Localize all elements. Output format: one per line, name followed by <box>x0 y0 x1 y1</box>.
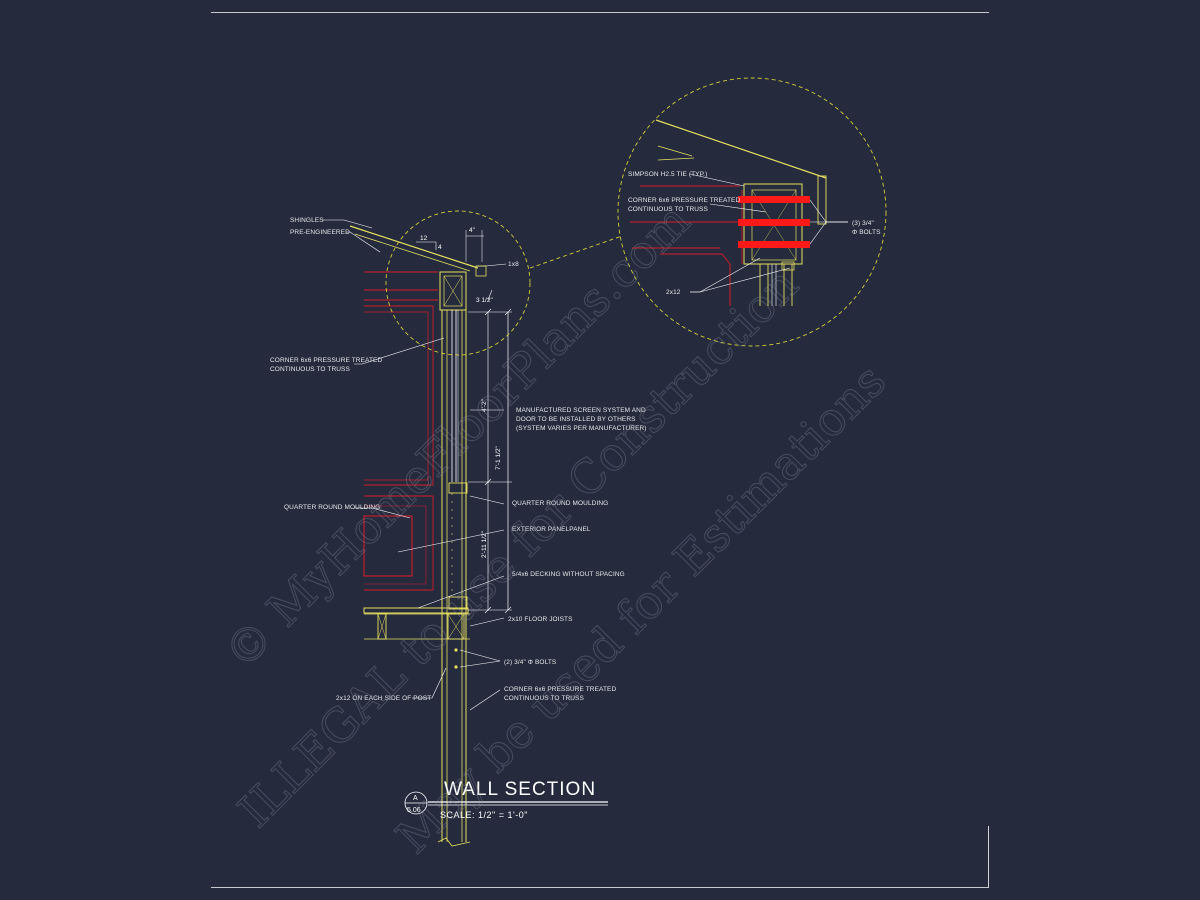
label-corner-post-1: CORNER 6x6 PRESSURE TREATED <box>270 357 382 364</box>
detail-label-bolts-2: Φ BOLTS <box>852 229 881 236</box>
label-shingles: SHINGLES <box>290 217 324 224</box>
detail-label-corner-2: CONTINUOUS TO TRUSS <box>628 206 708 213</box>
detail-label-simpson: SIMPSON H2.5 TIE (TYP.) <box>628 171 707 178</box>
label-screen-2: DOOR TO BE INSTALLED BY OTHERS <box>516 416 636 423</box>
label-corner-post-2: CONTINUOUS TO TRUSS <box>270 366 350 373</box>
label-corner-post-bottom-2: CONTINUOUS TO TRUSS <box>504 695 584 702</box>
label-2x12-side: 2x12 ON EACH SIDE OF POST <box>336 695 431 702</box>
main-wall-section <box>349 210 623 847</box>
title-block: A 5.06 WALL SECTION SCALE: 1/2" = 1'-0" <box>404 779 608 820</box>
watermark: © MyHomeFloorPlans.com ILLEGAL to use fo… <box>213 193 896 865</box>
detail-tag-number: A <box>413 795 418 802</box>
dim-pitch-run: 12 <box>420 235 428 242</box>
roof-tie-detail <box>617 77 887 347</box>
leader-lines <box>322 219 507 711</box>
label-screen-1: MANUFACTURED SCREEN SYSTEM AND <box>516 407 646 414</box>
bolt-3 <box>738 241 810 248</box>
label-quarter-round-left: QUARTER ROUND MOULDING <box>284 504 380 511</box>
detail-label-2x12: 2x12 <box>666 289 681 296</box>
label-1x8: 1x8 <box>508 261 519 268</box>
drawing-title: WALL SECTION <box>444 779 596 800</box>
detail-tag-sheet: 5.06 <box>407 807 421 814</box>
detail-label-bolts-1: (3) 3/4" <box>852 220 874 227</box>
dim-pitch-rise: 4 <box>438 244 442 251</box>
dim-fascia: 3 1/2" <box>476 297 493 304</box>
drawing-scale: SCALE: 1/2" = 1'-0" <box>440 810 528 820</box>
dim-upper-height: 4'-2" <box>481 398 488 412</box>
label-quarter-round-right: QUARTER ROUND MOULDING <box>512 500 608 507</box>
dim-lower-height: 2'-11 1/2" <box>481 530 488 558</box>
label-pre-engineered: PRE-ENGINEERED <box>290 229 350 236</box>
label-corner-post-bottom-1: CORNER 6x6 PRESSURE TREATED <box>504 686 616 693</box>
dim-overhang: 4" <box>469 227 476 234</box>
label-bolts: (2) 3/4" Φ BOLTS <box>504 659 557 666</box>
bolt-1 <box>738 196 810 203</box>
detail-enlargement-circle <box>385 210 531 356</box>
label-floor-joists: 2x10 FLOOR JOISTS <box>508 616 573 623</box>
label-screen-3: (SYSTEM VARIES PER MANUFACTURER) <box>516 425 647 432</box>
dim-screen-height: 7'-1 1/2" <box>495 446 502 470</box>
detail-label-corner-1: CORNER 6x6 PRESSURE TREATED <box>628 197 740 204</box>
label-decking: 5/4x6 DECKING WITHOUT SPACING <box>512 571 625 578</box>
bolt-2 <box>738 219 810 226</box>
label-exterior-panel: EXTERIOR PANELPANEL <box>512 526 591 533</box>
